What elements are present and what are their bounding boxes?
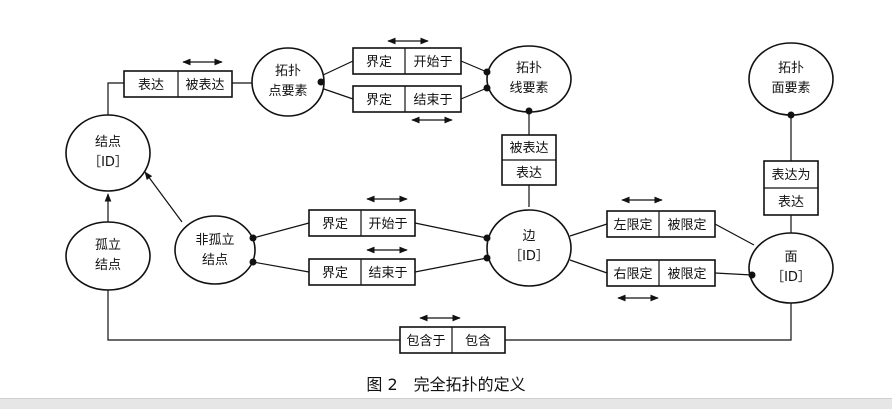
direction-arrows (182, 37, 663, 322)
line-edge-to-right-bound (569, 259, 608, 274)
relation-box-contains: 包含于 包含 (399, 326, 506, 354)
node-feigulijiedian: 非孤立 结点 (174, 215, 256, 285)
relation-box-point-line-top: 界定 开始于 (352, 47, 462, 75)
junction-dot (483, 254, 491, 262)
relation-label: 界定 (322, 217, 348, 232)
relation-label: 开始于 (413, 55, 452, 70)
page-bottom-band (0, 398, 892, 409)
relation-label: 包含 (465, 333, 491, 349)
relation-box-nonisolated-edge-bottom: 界定 结束于 (308, 258, 416, 286)
junction-dot (483, 84, 491, 92)
relation-label: 被表达 (185, 78, 224, 93)
relation-box-point-line-bottom: 界定 结束于 (352, 85, 462, 113)
line-define-bottom-to-line (460, 87, 488, 100)
node-label: 面 (784, 250, 797, 265)
node-label: 面要素 (771, 81, 810, 96)
line-define-bottom-to-edge (414, 257, 488, 273)
relation-label: 界定 (366, 93, 392, 108)
line-contains-to-face (505, 302, 792, 341)
topology-diagram: 结点 ［ID］ 孤立 结点 非孤立 结点 拓扑 点要素 拓扑 线要素 拓扑 面要… (65, 37, 834, 394)
node-label: 拓扑 (778, 61, 804, 76)
line-nonisolated-to-define-bottom (252, 261, 310, 273)
relation-box-line-edge: 被表达 表达 (501, 134, 557, 186)
line-point-to-define-bottom (320, 87, 354, 100)
relation-label: 表达 (778, 195, 804, 210)
line-edge-to-left-bound (569, 223, 608, 237)
junction-dots (249, 68, 795, 279)
node-label: ［ID］ (771, 270, 811, 285)
node-label: 线要素 (509, 81, 548, 96)
relation-label: 开始于 (368, 217, 407, 232)
line-node-to-express-box (107, 82, 124, 115)
line-isolated-to-contains (107, 290, 400, 341)
relation-label: 表达 (516, 166, 542, 181)
line-define-top-to-line (460, 60, 488, 73)
relation-box-node-point: 表达 被表达 (123, 70, 233, 98)
junction-dot (525, 107, 533, 115)
relation-label: 表达为 (771, 168, 810, 183)
relation-label: 结束于 (368, 266, 407, 281)
line-point-to-define-top (320, 60, 354, 77)
figure-caption: 图 2 完全拓扑的定义 (366, 375, 525, 394)
node-label: 边 (522, 229, 535, 244)
junction-dot (787, 111, 795, 119)
relation-label: 左限定 (613, 218, 652, 233)
node-label: 结点 (95, 258, 121, 273)
node-label: 拓扑 (275, 64, 301, 79)
relation-label: 被限定 (667, 218, 706, 233)
junction-dot (483, 68, 491, 76)
relation-label: 界定 (366, 55, 392, 70)
connector-lines (104, 60, 792, 341)
relation-label: 被表达 (509, 141, 548, 156)
junction-dot (483, 234, 491, 242)
junction-dot (748, 271, 756, 279)
line-define-top-to-edge (414, 222, 488, 239)
node-label: ［ID］ (88, 155, 128, 170)
relation-label: 被限定 (667, 267, 706, 282)
node-tuopu-dianyaosu: 拓扑 点要素 (251, 47, 325, 117)
relation-label: 结束于 (413, 93, 452, 108)
node-label: 孤立 (95, 238, 121, 253)
node-tuopu-xianyaosu: 拓扑 线要素 (486, 45, 572, 113)
node-label: 结点 (202, 253, 228, 268)
node-label: 非孤立 (195, 233, 234, 248)
node-mian: 面 ［ID］ (748, 232, 834, 304)
node-bian: 边 ［ID］ (486, 209, 572, 287)
node-label: 结点 (95, 135, 121, 150)
node-gulijiedian: 孤立 结点 (65, 221, 151, 291)
relation-box-edge-face-bottom: 右限定 被限定 (606, 259, 716, 287)
relation-label: 界定 (322, 266, 348, 281)
relation-box-nonisolated-edge-top: 界定 开始于 (308, 209, 416, 237)
relation-label: 表达 (138, 78, 164, 93)
relation-label: 包含于 (406, 333, 445, 349)
node-label: 点要素 (268, 84, 307, 99)
junction-dot (317, 78, 325, 86)
relation-box-edge-face-top: 左限定 被限定 (606, 210, 716, 238)
node-label: 拓扑 (516, 61, 542, 76)
line-nonisolated-to-define-top (252, 222, 310, 239)
junction-dot (249, 234, 257, 242)
relation-label: 右限定 (613, 267, 652, 282)
line-left-bound-to-face (714, 223, 755, 246)
line-right-bound-to-face (714, 272, 753, 276)
relation-box-face-face: 表达为 表达 (763, 160, 819, 216)
junction-dot (249, 258, 257, 266)
node-label: ［ID］ (509, 249, 549, 264)
arrow-nonisolated-to-node (144, 171, 183, 223)
node-tuopu-mianyaosu: 拓扑 面要素 (748, 42, 834, 116)
node-jiedian: 结点 ［ID］ (65, 114, 151, 192)
